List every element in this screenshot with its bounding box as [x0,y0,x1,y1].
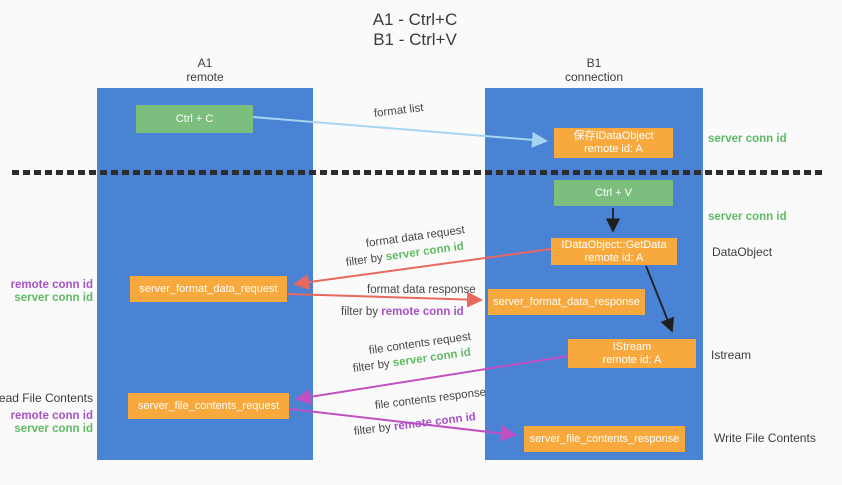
right-column-role: connection [564,70,624,84]
label-format-data-response: format data response [367,284,476,296]
node-idataobject-getdata: IDataObject::GetData remote id: A [551,238,677,265]
node-ctrl-c: Ctrl + C [136,105,253,133]
node-idataobject-getdata-line2: remote id: A [584,251,644,264]
label-server-conn-id-top: server conn id [708,133,787,145]
filter-by-text-4: filter by [353,421,392,438]
label-server-conn-id-mid: server conn id [708,211,787,223]
label-server-conn-id-2: server conn id [14,423,93,435]
node-server-file-contents-request: server_file_contents_request [128,393,289,419]
label-filter-by-remote-conn-id-1: filter by remote conn id [341,306,464,318]
node-server-format-data-request: server_format_data_request [130,276,287,302]
label-dataobject: DataObject [712,245,773,259]
node-ctrl-v-label: Ctrl + V [595,186,632,199]
node-save-idataobject-line2: remote id: A [584,143,643,155]
label-write-file-contents: Write File Contents [714,431,816,445]
node-ctrl-c-label: Ctrl + C [175,112,214,125]
node-istream-line1: IStream [612,340,652,353]
right-column-name: B1 [586,56,602,70]
node-server-format-data-response-label: server_format_data_response [493,295,640,308]
label-file-contents-response: file contents response [374,386,487,412]
node-istream-line2: remote id: A [602,353,662,366]
filter-by-text-3: filter by [352,357,391,375]
filter-by-text-1: filter by [345,251,384,269]
left-column-name: A1 [197,56,213,70]
node-istream: IStream remote id: A [568,339,696,368]
label-read-file-contents: Read File Contents [0,391,93,405]
left-column-role: remote [186,70,224,84]
diagram-title: A1 - Ctrl+C B1 - Ctrl+V [310,10,520,50]
label-server-conn-id-1: server conn id [14,292,93,304]
node-ctrl-v: Ctrl + V [554,180,673,206]
filter-id-remote-conn-1: remote conn id [381,306,464,318]
label-filter-by-server-conn-id-1: filter by server conn id [345,241,464,269]
label-filter-by-remote-conn-id-2: filter by remote conn id [353,411,476,438]
node-server-file-contents-response-label: server_file_contents_response [529,432,680,445]
filter-id-remote-conn-2: remote conn id [393,411,477,434]
node-idataobject-getdata-line1: IDataObject::GetData [561,238,667,251]
title-line-1: A1 - Ctrl+C [372,10,458,29]
node-save-idataobject: 保存IDataObject remote id: A [554,128,673,158]
label-remote-conn-id-2: remote conn id [10,410,93,422]
filter-by-text-2: filter by [341,306,379,318]
label-remote-conn-id-1: remote conn id [10,279,93,291]
node-server-format-data-request-label: server_format_data_request [139,282,278,295]
node-server-file-contents-response: server_file_contents_response [524,426,685,452]
label-istream: Istream [711,348,752,362]
title-line-2: B1 - Ctrl+V [373,30,457,49]
right-column-header: B1 connection [534,56,654,84]
phase-separator-dotted-line [12,170,825,175]
left-column-header: A1 remote [145,56,265,84]
node-server-file-contents-request-label: server_file_contents_request [137,399,280,412]
node-save-idataobject-line1: 保存IDataObject [573,130,654,142]
node-server-format-data-response: server_format_data_response [488,289,645,315]
label-format-list: format list [373,101,425,120]
